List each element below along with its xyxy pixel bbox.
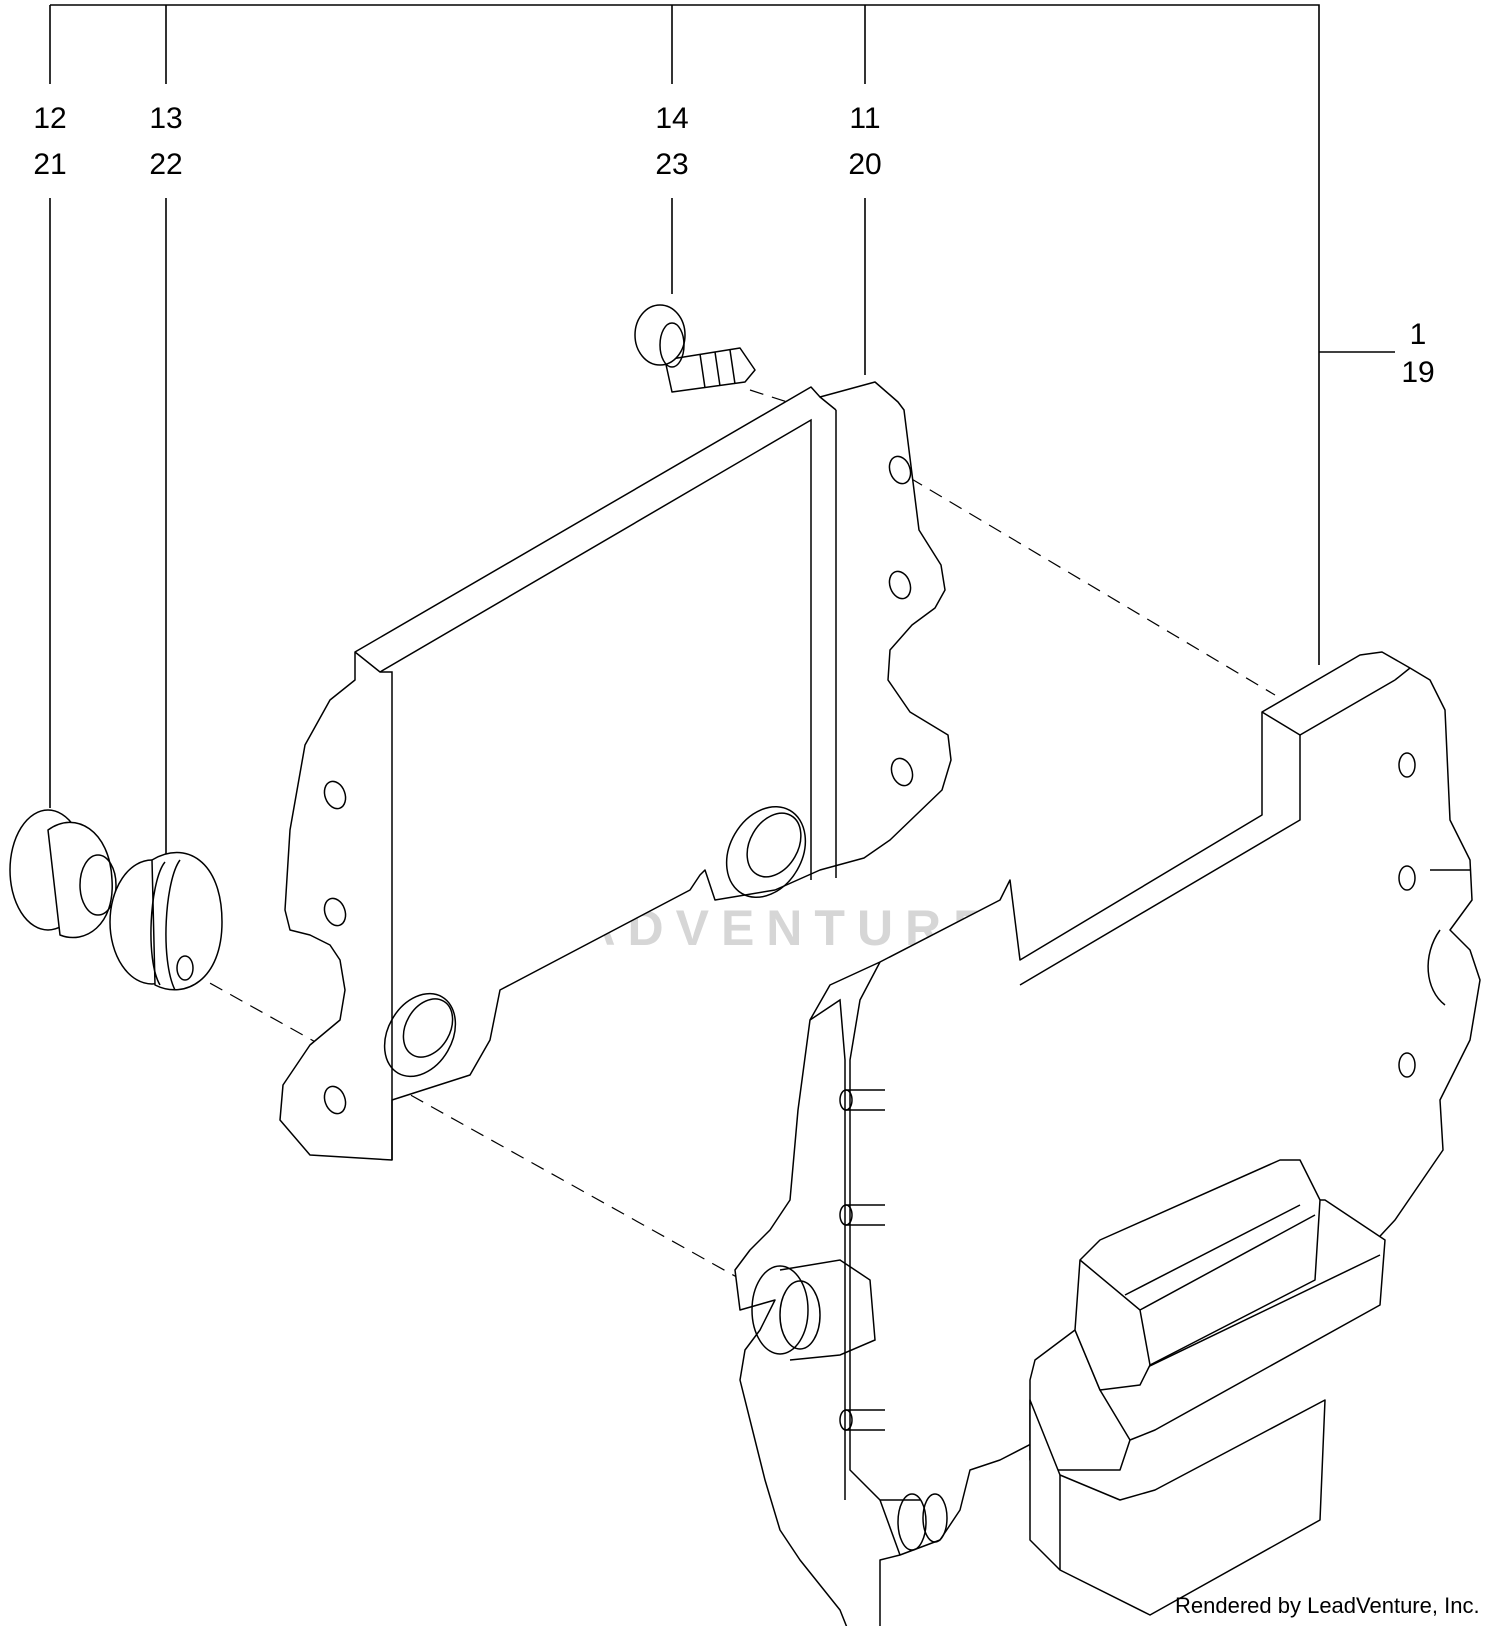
callout-14: 14: [655, 102, 688, 135]
screw: [634, 304, 756, 393]
bushing: [9, 809, 117, 939]
callout-19: 19: [1401, 356, 1434, 389]
callout-23: 23: [655, 148, 688, 181]
callout-12: 12: [33, 102, 66, 135]
render-credit: Rendered by LeadVenture, Inc.: [1175, 1593, 1480, 1618]
ecu-side-studs: [839, 1089, 885, 1431]
callout-11: 11: [849, 102, 880, 135]
mounting-bracket: [279, 381, 952, 1161]
callout-13: 13: [149, 102, 182, 135]
ecu-module: [734, 651, 1481, 1626]
callout-1: 1: [1410, 318, 1427, 351]
callout-20: 20: [848, 148, 881, 181]
callout-21: 21: [33, 148, 66, 181]
grommet: [109, 851, 223, 991]
callout-labels: 12 21 13 22 14 23 11 20 1 19: [33, 102, 1434, 389]
leader-lines: [49, 4, 1395, 888]
callout-22: 22: [149, 148, 182, 181]
ecu-connector: [1029, 1159, 1386, 1616]
